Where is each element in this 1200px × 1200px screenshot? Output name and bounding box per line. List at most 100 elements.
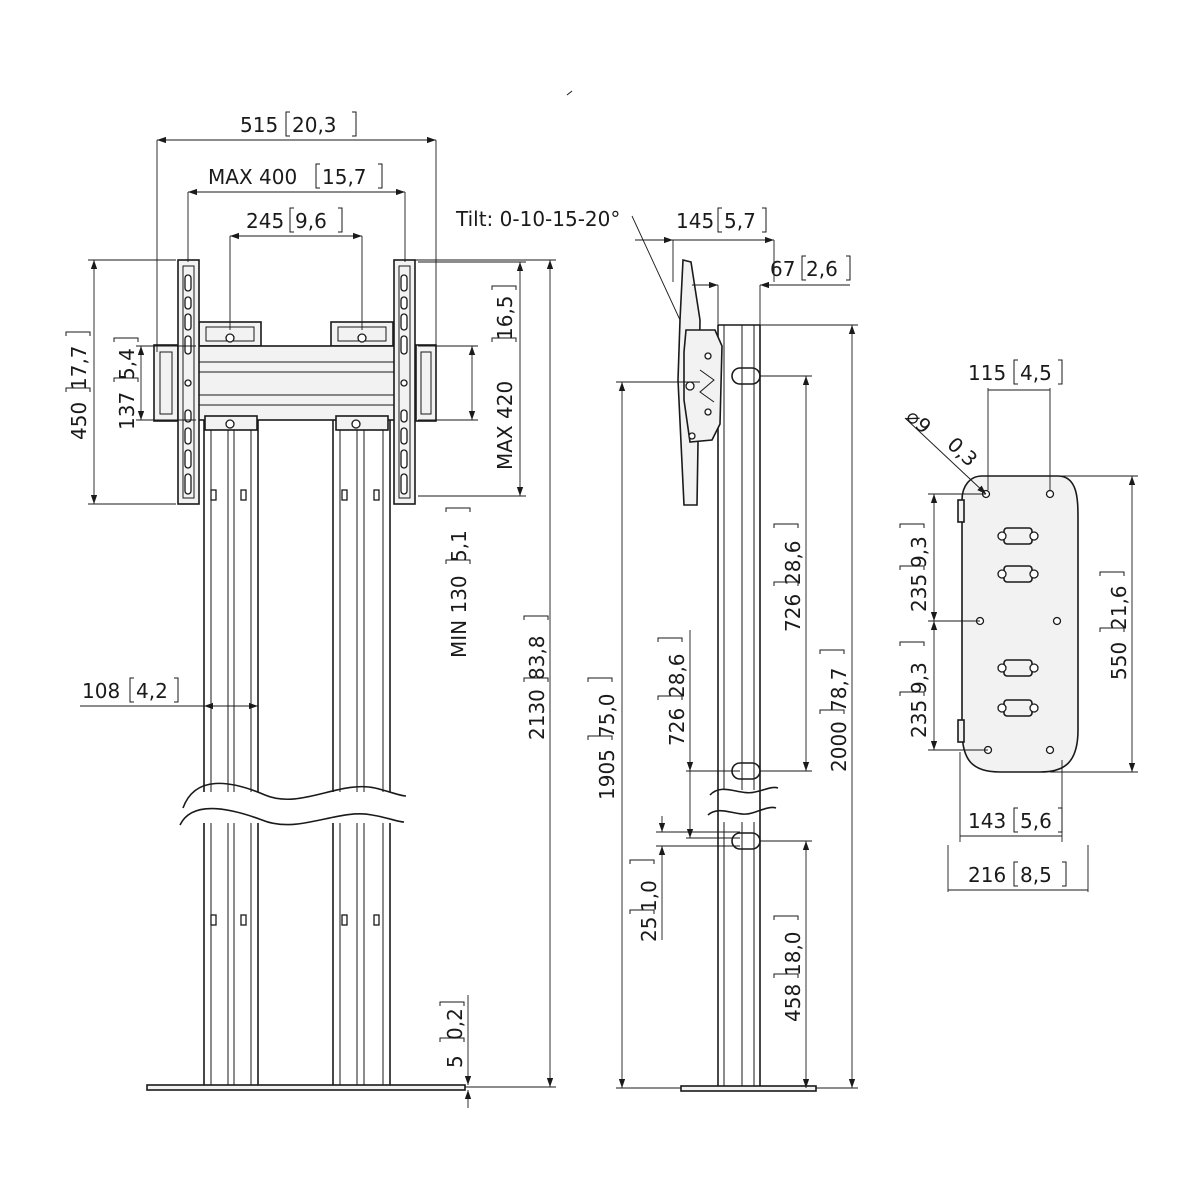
svg-text:16,5: 16,5 <box>493 295 517 340</box>
clip-right <box>415 344 437 422</box>
dim-bottom-hole-in: 18,0 <box>781 931 805 976</box>
dim-min-height: MIN 130 5,1 <box>418 345 478 658</box>
svg-text:458: 458 <box>781 984 805 1022</box>
dim-column-width: 108 4,2 <box>80 677 258 710</box>
side-column <box>717 324 761 1086</box>
svg-text:515: 515 <box>240 113 278 137</box>
dim-crossbar-height: 137 5,4 <box>113 337 196 430</box>
dim-step: 25 1,0 <box>629 816 740 942</box>
svg-text:2130: 2130 <box>525 689 549 740</box>
svg-text:5,1: 5,1 <box>447 530 471 562</box>
svg-text:25: 25 <box>637 917 661 942</box>
break-line-upper <box>182 782 407 809</box>
dim-rail-spacing-mm: 245 <box>246 209 284 233</box>
svg-text:2000: 2000 <box>827 721 851 772</box>
svg-text:245: 245 <box>246 209 284 233</box>
svg-text:75,0: 75,0 <box>595 693 619 738</box>
dim-max-width-in: 15,7 <box>322 165 367 189</box>
dim-adjust-upper-in: 28,6 <box>781 540 805 585</box>
dim-min-height-mm: MIN 130 <box>447 575 471 658</box>
svg-text:9,3: 9,3 <box>907 536 931 568</box>
dim-max-width-mm: MAX 400 <box>208 165 297 189</box>
dim-column-height: 2000 78,7 <box>760 324 858 1089</box>
dim-hole-diameter-in: 0,3 <box>943 432 983 471</box>
dim-overall-width-mm: 515 <box>240 113 278 137</box>
dim-depth-tilt: 145 5,7 <box>635 207 775 282</box>
dim-center-height-mm: 1905 <box>595 749 619 800</box>
dim-bracket-height: 450 17,7 <box>65 259 176 505</box>
dim-crossbar-height-in: 5,4 <box>115 348 139 380</box>
dim-max-height-mm: MAX 420 <box>493 381 517 470</box>
dim-column-height-mm: 2000 <box>827 721 851 772</box>
dim-rail-spacing-in: 9,6 <box>295 209 327 233</box>
dim-bottom-hole-mm: 458 <box>781 984 805 1022</box>
svg-text:28,6: 28,6 <box>781 540 805 585</box>
dim-column-height-in: 78,7 <box>827 667 851 712</box>
dim-base-plate-in: 0,2 <box>443 1008 467 1040</box>
svg-text:9,3: 9,3 <box>907 662 931 694</box>
svg-text:MAX 400: MAX 400 <box>208 165 297 189</box>
svg-text:⌀9: ⌀9 <box>902 404 936 438</box>
hook-middle <box>731 762 761 780</box>
dim-hole-spacing-top-mm: 115 <box>968 361 1006 385</box>
dim-hole-spacing-bottom-mm: 143 <box>968 809 1006 833</box>
svg-text:5,6: 5,6 <box>1020 809 1052 833</box>
dim-depth-offset-mm: 67 <box>770 257 795 281</box>
svg-text:5,4: 5,4 <box>115 348 139 380</box>
mount-hole-bottom-right <box>1045 745 1055 755</box>
svg-text:9,6: 9,6 <box>295 209 327 233</box>
tilt-mechanism <box>683 329 723 443</box>
dim-plate-length-mm: 550 <box>1107 642 1131 680</box>
dim-plate-width-in: 8,5 <box>1020 863 1052 887</box>
front-view: 515 20,3 MAX 400 15,7 245 9,6 450 17,7 <box>65 111 556 1108</box>
svg-text:4,2: 4,2 <box>136 679 168 703</box>
dim-center-height-in: 75,0 <box>595 693 619 738</box>
svg-text:450: 450 <box>67 402 91 440</box>
svg-text:4,5: 4,5 <box>1020 361 1052 385</box>
dim-step-mm: 25 <box>637 917 661 942</box>
side-view: Tilt: 0-10-15-20° 145 5,7 <box>455 207 858 1092</box>
dim-depth-offset: 67 2,6 <box>692 255 851 325</box>
dim-bracket-height-mm: 450 <box>67 402 91 440</box>
dim-overall-width: 515 20,3 <box>156 111 437 352</box>
dim-hole-spacing-lower-in: 9,3 <box>907 662 931 694</box>
svg-text:MIN 130: MIN 130 <box>447 575 471 658</box>
svg-text:18,0: 18,0 <box>781 931 805 976</box>
dim-base-plate-mm: 5 <box>443 1055 467 1068</box>
left-column <box>203 420 259 1085</box>
dim-overall-width-in: 20,3 <box>292 113 337 137</box>
svg-text:0,3: 0,3 <box>943 432 983 471</box>
svg-text:67: 67 <box>770 257 795 281</box>
dim-hole-diameter-mm: ⌀9 <box>902 404 936 438</box>
hook-upper <box>731 367 761 385</box>
dim-column-width-in: 4,2 <box>136 679 168 703</box>
dim-hole-spacing-lower-mm: 235 <box>907 700 931 738</box>
dim-depth-offset-in: 2,6 <box>806 257 838 281</box>
svg-text:216: 216 <box>968 863 1006 887</box>
svg-text:550: 550 <box>1107 642 1131 680</box>
dim-plate-width-mm: 216 <box>968 863 1006 887</box>
dim-plate-length: 550 21,6 <box>1050 475 1138 773</box>
base-plate-outline <box>961 475 1079 773</box>
dim-adjust-lower-mm: 726 <box>665 708 689 746</box>
svg-text:1,0: 1,0 <box>637 880 661 912</box>
hook-lower <box>731 832 761 850</box>
svg-text:28,6: 28,6 <box>665 653 689 698</box>
dim-max-width: MAX 400 15,7 <box>187 163 406 262</box>
dim-adjust-upper-mm: 726 <box>781 594 805 632</box>
svg-text:8,5: 8,5 <box>1020 863 1052 887</box>
clip-left <box>153 344 179 422</box>
dim-total-height-in: 83,8 <box>525 635 549 680</box>
mount-hole-mid-right <box>1052 616 1062 626</box>
dim-hole-spacing-upper-mm: 235 <box>907 574 931 612</box>
rail-left <box>177 259 200 505</box>
dim-adjust-lower: 726 28,6 <box>657 630 740 839</box>
svg-text:115: 115 <box>968 361 1006 385</box>
dim-hole-spacing-upper: 235 9,3 <box>899 493 986 622</box>
svg-text:83,8: 83,8 <box>525 635 549 680</box>
dim-depth-tilt-in: 5,7 <box>724 209 756 233</box>
dim-rail-spacing: 245 9,6 <box>229 207 363 330</box>
dim-adjust-upper: 726 28,6 <box>760 375 812 772</box>
svg-text:1905: 1905 <box>595 749 619 800</box>
